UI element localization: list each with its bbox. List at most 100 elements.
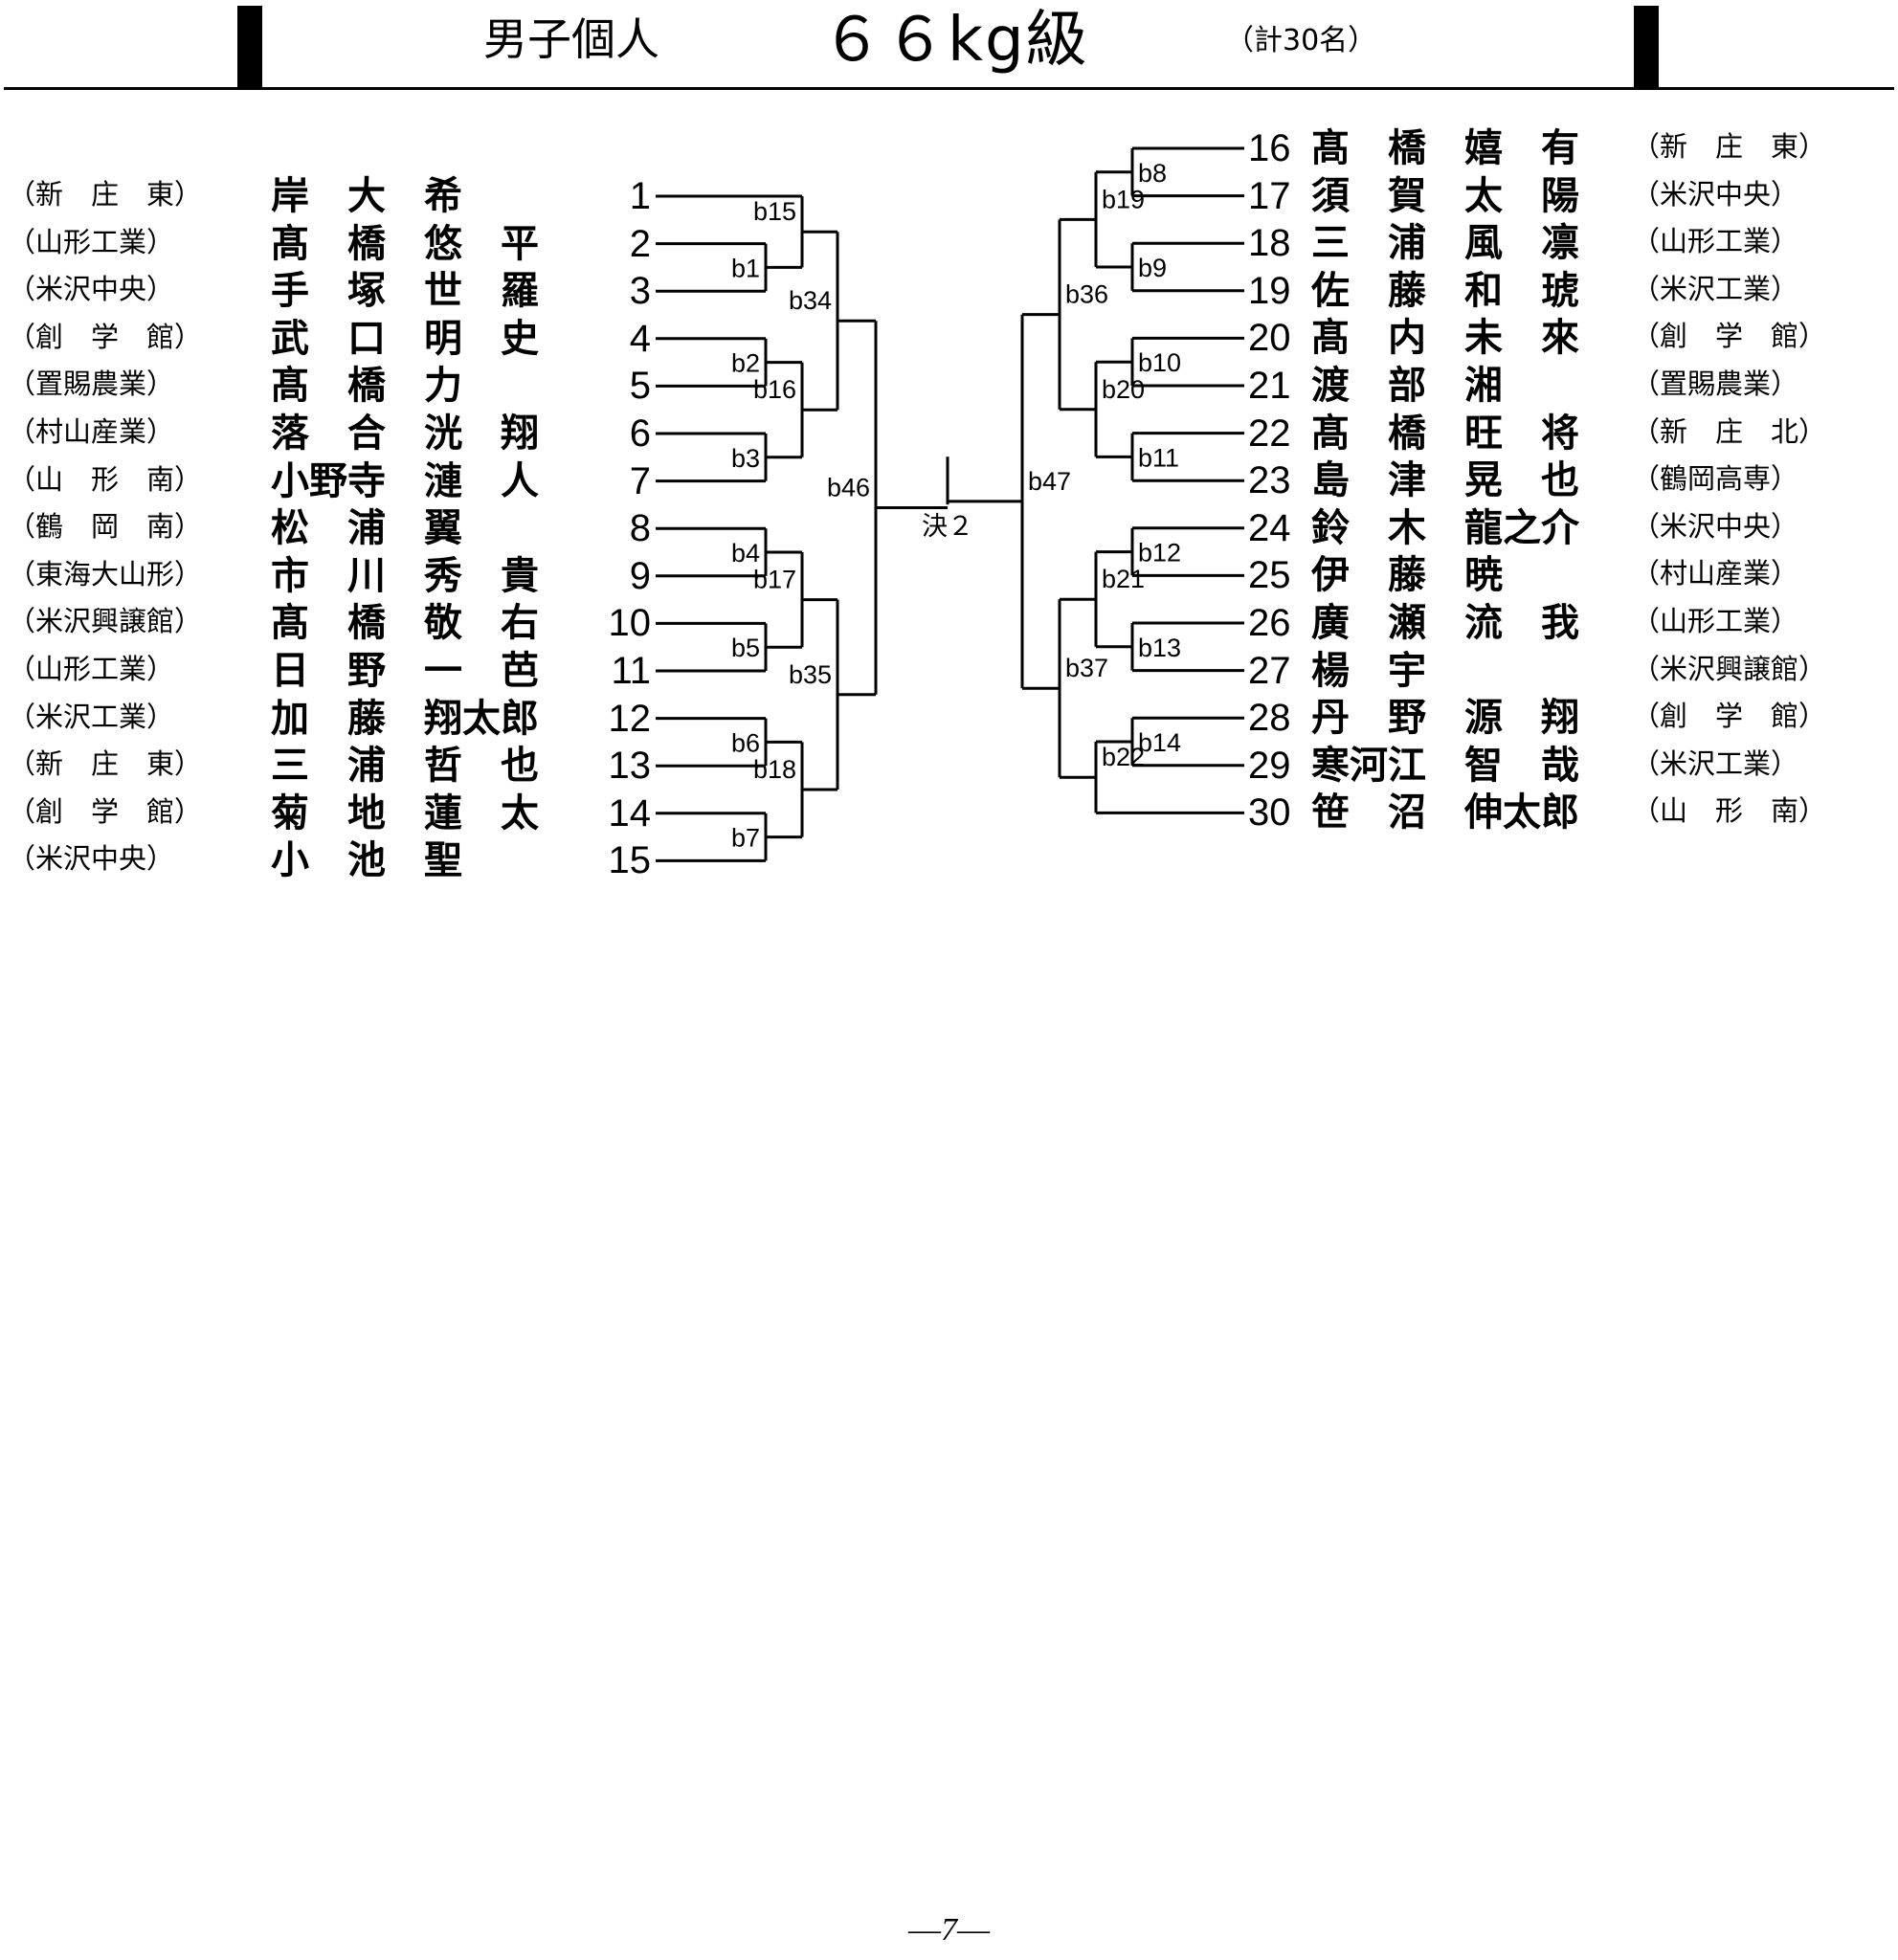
right-entry-name: 寒河江 智 哉	[1311, 743, 1579, 788]
right-entry-seed: 20	[1248, 317, 1291, 360]
bout-b16-label: b16	[753, 375, 796, 404]
left-entry-school: （鶴 岡 南）	[8, 510, 203, 544]
right-entry-seed: 29	[1248, 744, 1291, 787]
left-entry-school: （米沢工業）	[8, 700, 175, 733]
bout-b13-label: b13	[1138, 634, 1181, 662]
right-entry-school: （鶴岡高専）	[1632, 462, 1799, 496]
right-entry-seed: 23	[1248, 459, 1291, 502]
right-entry-school: （創 学 館）	[1632, 320, 1827, 353]
right-entry-name: 鈴 木 龍之介	[1311, 505, 1579, 550]
left-entry-seed: 7	[629, 459, 651, 502]
left-entry-seed: 5	[629, 365, 651, 408]
bout-b20-label: b20	[1102, 375, 1145, 404]
right-entry-name: 佐 藤 和 琥	[1311, 268, 1579, 313]
right-entry-seed: 22	[1248, 412, 1291, 455]
left-entry-name: 武 口 明 史	[271, 316, 539, 361]
left-entry-seed: 12	[608, 697, 652, 740]
bout-b36-label: b36	[1065, 280, 1108, 309]
right-entry-name: 髙 内 未 來	[1311, 316, 1579, 361]
header-bar-left	[237, 6, 262, 88]
left-entry-seed: 3	[629, 270, 651, 313]
right-entry-seed: 30	[1248, 791, 1291, 835]
right-entry-seed: 17	[1248, 174, 1291, 217]
left-entry-name: 髙 橋 敬 右	[271, 601, 539, 646]
left-entry-name: 松 浦 翼	[271, 506, 462, 551]
left-entry-school: （米沢興譲館）	[8, 605, 203, 638]
left-entry-school: （米沢中央）	[8, 842, 175, 876]
left-entry-seed: 15	[608, 839, 652, 882]
bout-b8-label: b8	[1138, 159, 1167, 188]
left-entry-name: 髙 橋 悠 平	[271, 221, 539, 266]
left-entry-school: （創 学 館）	[8, 320, 203, 353]
bout-b11-label: b11	[1138, 443, 1179, 472]
right-entry-name: 丹 野 源 翔	[1311, 696, 1579, 741]
right-entry-seed: 21	[1248, 365, 1291, 407]
bout-b47-label: b47	[1028, 467, 1071, 496]
right-entry-school: （山形工業）	[1632, 225, 1799, 258]
bout-b35-label: b35	[789, 660, 832, 689]
left-entry-seed: 4	[629, 317, 651, 360]
bout-b10-label: b10	[1138, 348, 1181, 377]
right-entry-school: （米沢興譲館）	[1632, 652, 1827, 685]
bout-b6-label: b6	[731, 728, 760, 757]
left-entry-school: （米沢中央）	[8, 273, 175, 306]
bout-b22-label: b22	[1102, 743, 1145, 771]
bout-b3-label: b3	[731, 444, 760, 473]
left-entry-seed: 9	[629, 554, 651, 597]
left-entry-school: （置賜農業）	[8, 368, 175, 401]
left-entry-name: 小野寺 漣 人	[271, 458, 539, 503]
right-entry-school: （米沢中央）	[1632, 509, 1799, 543]
bout-b37-label: b37	[1065, 654, 1108, 682]
left-entry-name: 髙 橋 力	[271, 364, 462, 409]
bout-b1-label: b1	[731, 254, 760, 282]
right-entry-school: （村山産業）	[1632, 557, 1799, 590]
page-number: ―7―	[908, 1912, 990, 1948]
left-entry-seed: 2	[629, 222, 651, 265]
right-entry-name: 渡 部 湘	[1311, 364, 1503, 408]
right-entry-name: 髙 橋 嬉 有	[1311, 126, 1579, 170]
left-entry-name: 落 合 洸 翔	[271, 412, 539, 456]
right-entry-seed: 19	[1248, 269, 1291, 312]
bout-b2-label: b2	[731, 349, 760, 378]
right-entry-name: 笹 沼 伸太郎	[1311, 791, 1579, 835]
weight-class-title: ６６kg級	[821, 5, 1089, 76]
left-entry-school: （村山産業）	[8, 415, 175, 448]
right-entry-seed: 25	[1248, 554, 1291, 597]
bout-b7-label: b7	[731, 824, 760, 853]
bout-b19-label: b19	[1102, 185, 1145, 213]
bout-b14-label: b14	[1138, 728, 1181, 757]
left-entry-seed: 14	[608, 791, 652, 835]
header-rule	[4, 87, 1894, 90]
page-header: 男子個人 ６６kg級 （計30名）	[0, 0, 1898, 92]
left-entry-school: （山形工業）	[8, 653, 175, 685]
left-entry-name: 手 塚 世 羅	[271, 269, 539, 314]
right-entry-school: （山 形 南）	[1632, 794, 1827, 828]
left-entry-name: 加 藤 翔太郎	[271, 696, 539, 741]
left-entry-seed: 1	[629, 175, 651, 217]
right-entry-seed: 24	[1248, 506, 1291, 549]
bout-b46-label: b46	[827, 474, 870, 502]
right-entry-name: 須 賀 太 陽	[1311, 173, 1579, 218]
left-entry-school: （新 庄 東）	[8, 747, 203, 781]
left-entry-seed: 8	[629, 507, 651, 550]
right-entry-seed: 16	[1248, 127, 1291, 169]
left-entry-school: （新 庄 東）	[8, 178, 203, 211]
right-entry-seed: 28	[1248, 697, 1291, 740]
left-entry-name: 日 野 一 芭	[271, 649, 539, 693]
final-bout-label: 決２	[922, 512, 973, 542]
right-entry-school: （新 庄 北）	[1632, 414, 1827, 448]
bout-b18-label: b18	[753, 755, 796, 784]
right-entry-school: （新 庄 東）	[1632, 130, 1827, 163]
left-entry-seed: 11	[611, 650, 651, 692]
participant-count: （計30名）	[1225, 24, 1377, 57]
left-entry-school: （東海大山形）	[8, 557, 203, 590]
bout-b4-label: b4	[731, 539, 760, 568]
right-entry-name: 廣 瀬 流 我	[1311, 601, 1579, 645]
left-entry-name: 菊 地 蓮 太	[271, 791, 539, 835]
right-entry-school: （山形工業）	[1632, 605, 1799, 637]
right-entry-school: （米沢中央）	[1632, 177, 1799, 211]
left-entry-seed: 10	[608, 602, 652, 645]
right-entry-seed: 27	[1248, 649, 1291, 692]
left-entry-seed: 6	[629, 412, 651, 455]
bout-b12-label: b12	[1138, 539, 1181, 568]
